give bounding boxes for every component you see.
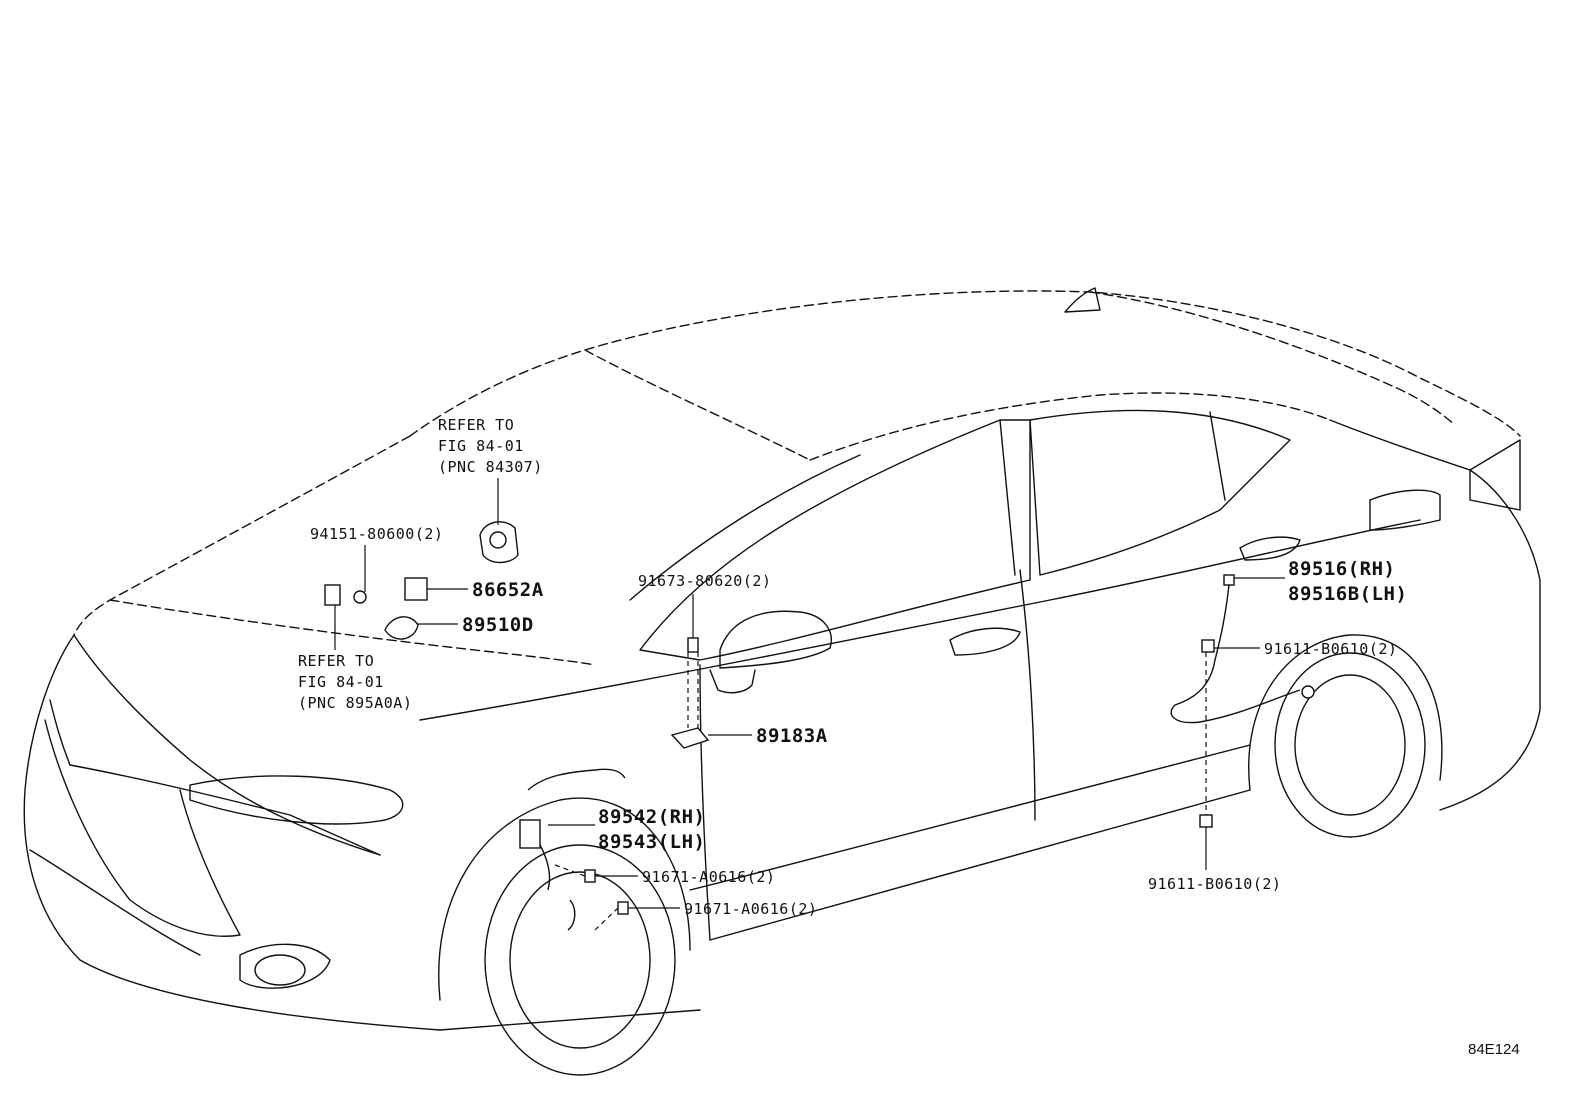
- label-89516: 89516(RH): [1288, 558, 1395, 580]
- part-steering-sensor: [479, 521, 519, 564]
- label-91611-a: 91611-B0610(2): [1264, 640, 1397, 658]
- label-89510D: 89510D: [462, 614, 534, 636]
- part-89510D-clip: [384, 616, 419, 640]
- refer-left-line3: (PNC 895A0A): [298, 694, 412, 712]
- part-bolt-91673: [687, 637, 699, 653]
- part-small-block: [324, 584, 341, 606]
- figure-id: 84E124: [1468, 1041, 1520, 1058]
- part-86652A-box: [404, 577, 428, 601]
- part-bolt-91611-a: [1201, 639, 1215, 653]
- refer-top-line1: REFER TO: [438, 416, 514, 434]
- label-94151: 94151-80600(2): [310, 525, 443, 543]
- part-grommet: [353, 590, 367, 604]
- label-86652A: 86652A: [472, 579, 544, 601]
- callout-refer-top: REFER TO FIG 84-01 (PNC 84307): [438, 416, 543, 476]
- refer-top-line3: (PNC 84307): [438, 458, 543, 476]
- label-89516B: 89516B(LH): [1288, 583, 1407, 605]
- label-89542: 89542(RH): [598, 806, 705, 828]
- part-89516-rear-sensor: [1170, 574, 1315, 724]
- part-bolt-91671-a: [584, 869, 596, 883]
- label-91673: 91673-80620(2): [638, 572, 771, 590]
- car-body-outline: [23, 287, 1541, 1076]
- label-91671-a: 91671-A0616(2): [642, 868, 775, 886]
- part-89542-wheel-speed-sensor: [519, 768, 626, 931]
- part-89183A-bracket: [670, 727, 710, 749]
- label-91671-b: 91671-A0616(2): [684, 900, 817, 918]
- callout-refer-left: REFER TO FIG 84-01 (PNC 895A0A): [298, 652, 412, 712]
- refer-left-line1: REFER TO: [298, 652, 374, 670]
- label-89183A: 89183A: [756, 725, 828, 747]
- part-bolt-91671-b: [617, 901, 629, 915]
- label-91611-b: 91611-B0610(2): [1148, 875, 1281, 893]
- leader-lines: [334, 478, 1285, 931]
- refer-top-line2: FIG 84-01: [438, 437, 524, 455]
- label-89543: 89543(LH): [598, 831, 705, 853]
- part-bolt-91611-b: [1199, 814, 1213, 828]
- refer-left-line2: FIG 84-01: [298, 673, 384, 691]
